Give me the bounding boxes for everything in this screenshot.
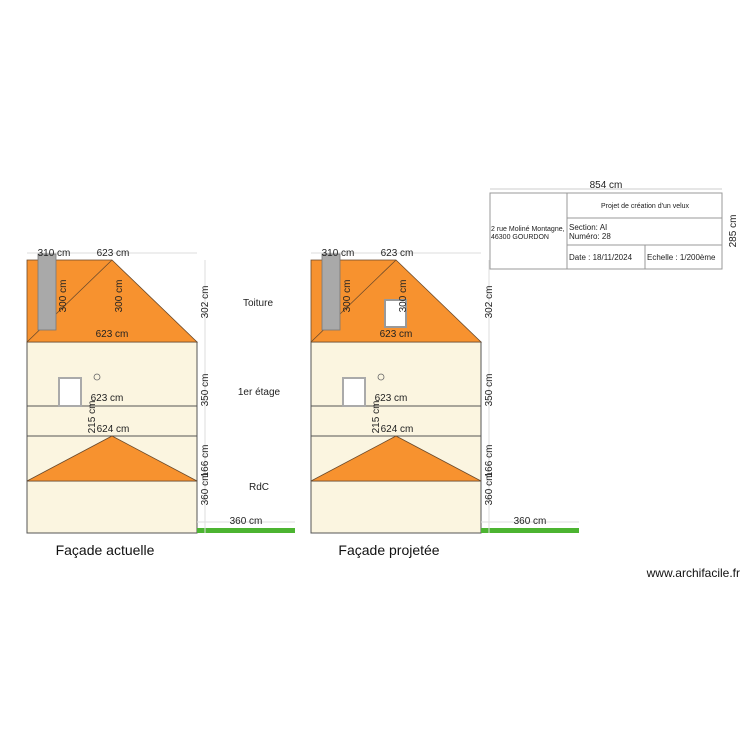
dim-porch-height: 166 cm xyxy=(484,445,495,478)
dim-ground-height: 360 cm xyxy=(484,473,495,506)
title-block-height: 285 cm xyxy=(728,215,739,248)
facade-0: 310 cm 623 cm 300 cm 300 cm 623 cm 302 cm 350 … xyxy=(26,248,295,558)
address-line2: 46300 GOURDON xyxy=(491,234,549,241)
dim-roof-width-top: 623 cm xyxy=(381,248,414,259)
level-label-roof: Toiture xyxy=(243,298,273,309)
numero-text: Numéro: 28 xyxy=(569,232,611,241)
dim-ground-length: 360 cm xyxy=(230,516,263,527)
title-block: 854 cm 2 rue Moliné Montagne, 46300 GOUR… xyxy=(489,180,739,270)
dim-roof-base: 623 cm xyxy=(96,329,129,340)
dim-chimney-height: 300 cm xyxy=(58,280,69,313)
dim-band-width: 624 cm xyxy=(97,424,130,435)
dim-chimney-width: 310 cm xyxy=(38,248,71,259)
chimney xyxy=(37,253,57,331)
dim-door-height: 215 cm xyxy=(371,401,382,434)
scale-text: Echelle : 1/200ème xyxy=(647,253,716,262)
dim-porch-height: 166 cm xyxy=(200,445,211,478)
chimney xyxy=(321,253,341,331)
watermark: www.archifacile.fr xyxy=(646,566,740,580)
window xyxy=(342,377,366,407)
dim-ground-height: 360 cm xyxy=(200,473,211,506)
date-text: Date : 18/11/2024 xyxy=(569,253,633,262)
window xyxy=(58,377,82,407)
address-line1: 2 rue Moliné Montagne, xyxy=(491,226,565,233)
dim-roof-base: 623 cm xyxy=(380,329,413,340)
dim-door-height: 215 cm xyxy=(87,401,98,434)
ground-line xyxy=(481,528,579,533)
light-fixture xyxy=(93,373,101,381)
ground-line xyxy=(197,528,295,533)
facade-caption: Façade actuelle xyxy=(56,542,155,558)
dim-door-width: 623 cm xyxy=(91,393,124,404)
dim-floor-height: 350 cm xyxy=(200,374,211,407)
section-text: Section: AI xyxy=(569,223,607,232)
roof xyxy=(26,259,198,343)
dim-roof-height: 302 cm xyxy=(200,286,211,319)
facade-caption: Façade projetée xyxy=(338,542,439,558)
dim-ground-length: 360 cm xyxy=(514,516,547,527)
dim-floor-height: 350 cm xyxy=(484,374,495,407)
velux-window xyxy=(384,299,407,328)
dim-roof-height-inner: 300 cm xyxy=(114,280,125,313)
dim-door-width: 623 cm xyxy=(375,393,408,404)
dim-roof-height: 302 cm xyxy=(484,286,495,319)
level-label-first-floor: 1er étage xyxy=(238,387,281,398)
dim-band-width: 624 cm xyxy=(381,424,414,435)
facade-1: 310 cm 623 cm 300 cm 300 cm 623 cm 302 cm 350 … xyxy=(310,248,579,558)
light-fixture xyxy=(377,373,385,381)
project-title: Projet de création d'un velux xyxy=(601,203,690,210)
level-label-ground-floor: RdC xyxy=(249,482,269,493)
dim-roof-width-top: 623 cm xyxy=(97,248,130,259)
porch-roof xyxy=(310,435,482,482)
porch-roof xyxy=(26,435,198,482)
dim-chimney-width: 310 cm xyxy=(322,248,355,259)
dim-roof-height-inner: 300 cm xyxy=(398,280,409,313)
dim-chimney-height: 300 cm xyxy=(342,280,353,313)
title-block-width: 854 cm xyxy=(590,180,623,191)
